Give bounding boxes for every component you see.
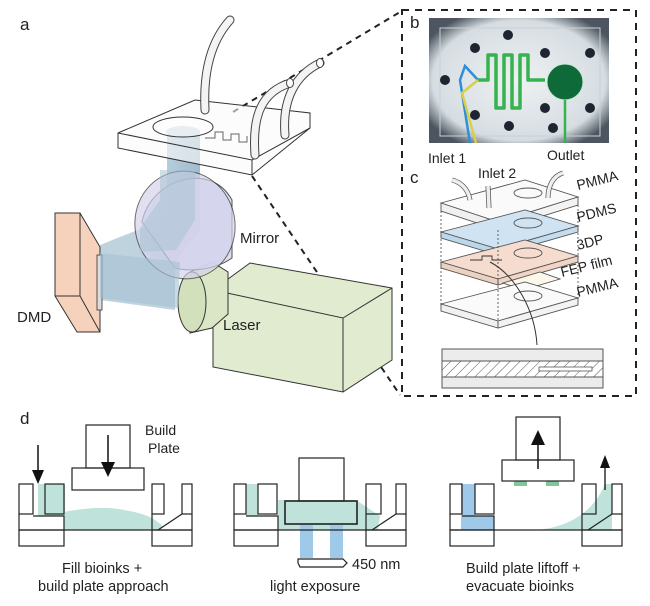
layer-label-pdms: PDMS xyxy=(575,200,618,225)
layer-label-pmma-bottom: PMMA xyxy=(575,274,620,300)
microfluidic-chip xyxy=(117,99,311,176)
panel-d: d xyxy=(18,409,623,595)
step-liftoff-evacuate: Build plate liftoff + evacuate bioinks xyxy=(449,416,623,595)
build-plate-label-1: Build xyxy=(145,422,176,438)
panel-d-letter: d xyxy=(20,409,29,428)
inset-border xyxy=(401,9,637,397)
printed-construct-left xyxy=(514,481,527,486)
layer-pmma-bottom xyxy=(439,281,580,329)
step-1-caption-1: Fill bioinks + xyxy=(62,561,142,577)
inlet-1-label: Inlet 1 xyxy=(428,150,466,166)
laser-label: Laser xyxy=(223,317,261,334)
light-beam-left xyxy=(300,525,313,558)
wavelength-label: 450 nm xyxy=(352,557,400,573)
mirror xyxy=(134,170,236,280)
chip-photo xyxy=(429,18,609,144)
layer-label-pmma-top: PMMA xyxy=(575,167,620,193)
outlet-label: Outlet xyxy=(547,147,584,163)
printed-construct-right xyxy=(546,481,559,486)
step-1-caption-2: build plate approach xyxy=(38,579,169,595)
panel-a-letter: a xyxy=(20,15,30,34)
panel-b: b xyxy=(410,13,609,144)
step-fill-bioinks: Build Plate Fill bioinks + build plate a… xyxy=(18,422,193,595)
panel-c-letter: c xyxy=(410,168,419,187)
step-2-caption: light exposure xyxy=(270,579,360,595)
mirror-label: Mirror xyxy=(240,230,279,247)
step-light-exposure: 450 nm light exposure xyxy=(233,457,407,595)
step-3-caption-2: evacuate bioinks xyxy=(466,579,574,595)
laser-beam xyxy=(100,253,180,308)
build-plate-label-2: Plate xyxy=(148,440,180,456)
dmd-label: DMD xyxy=(17,309,51,326)
step-3-caption-1: Build plate liftoff + xyxy=(466,561,581,577)
dmd xyxy=(54,212,103,333)
laser-lens xyxy=(177,261,229,334)
exploded-chip-layers xyxy=(439,170,580,346)
layer-label-3dp: 3DP xyxy=(575,231,605,253)
cross-section xyxy=(441,348,604,389)
light-beam-right xyxy=(330,525,343,558)
chip-tubing xyxy=(200,15,325,160)
inlet-2-label: Inlet 2 xyxy=(478,165,516,181)
laser-box xyxy=(212,262,393,393)
panel-a: a Mirror xyxy=(17,11,401,396)
panel-c: c Inlet 1 Inlet 2 Outlet xyxy=(410,147,620,389)
panel-b-letter: b xyxy=(410,13,419,32)
